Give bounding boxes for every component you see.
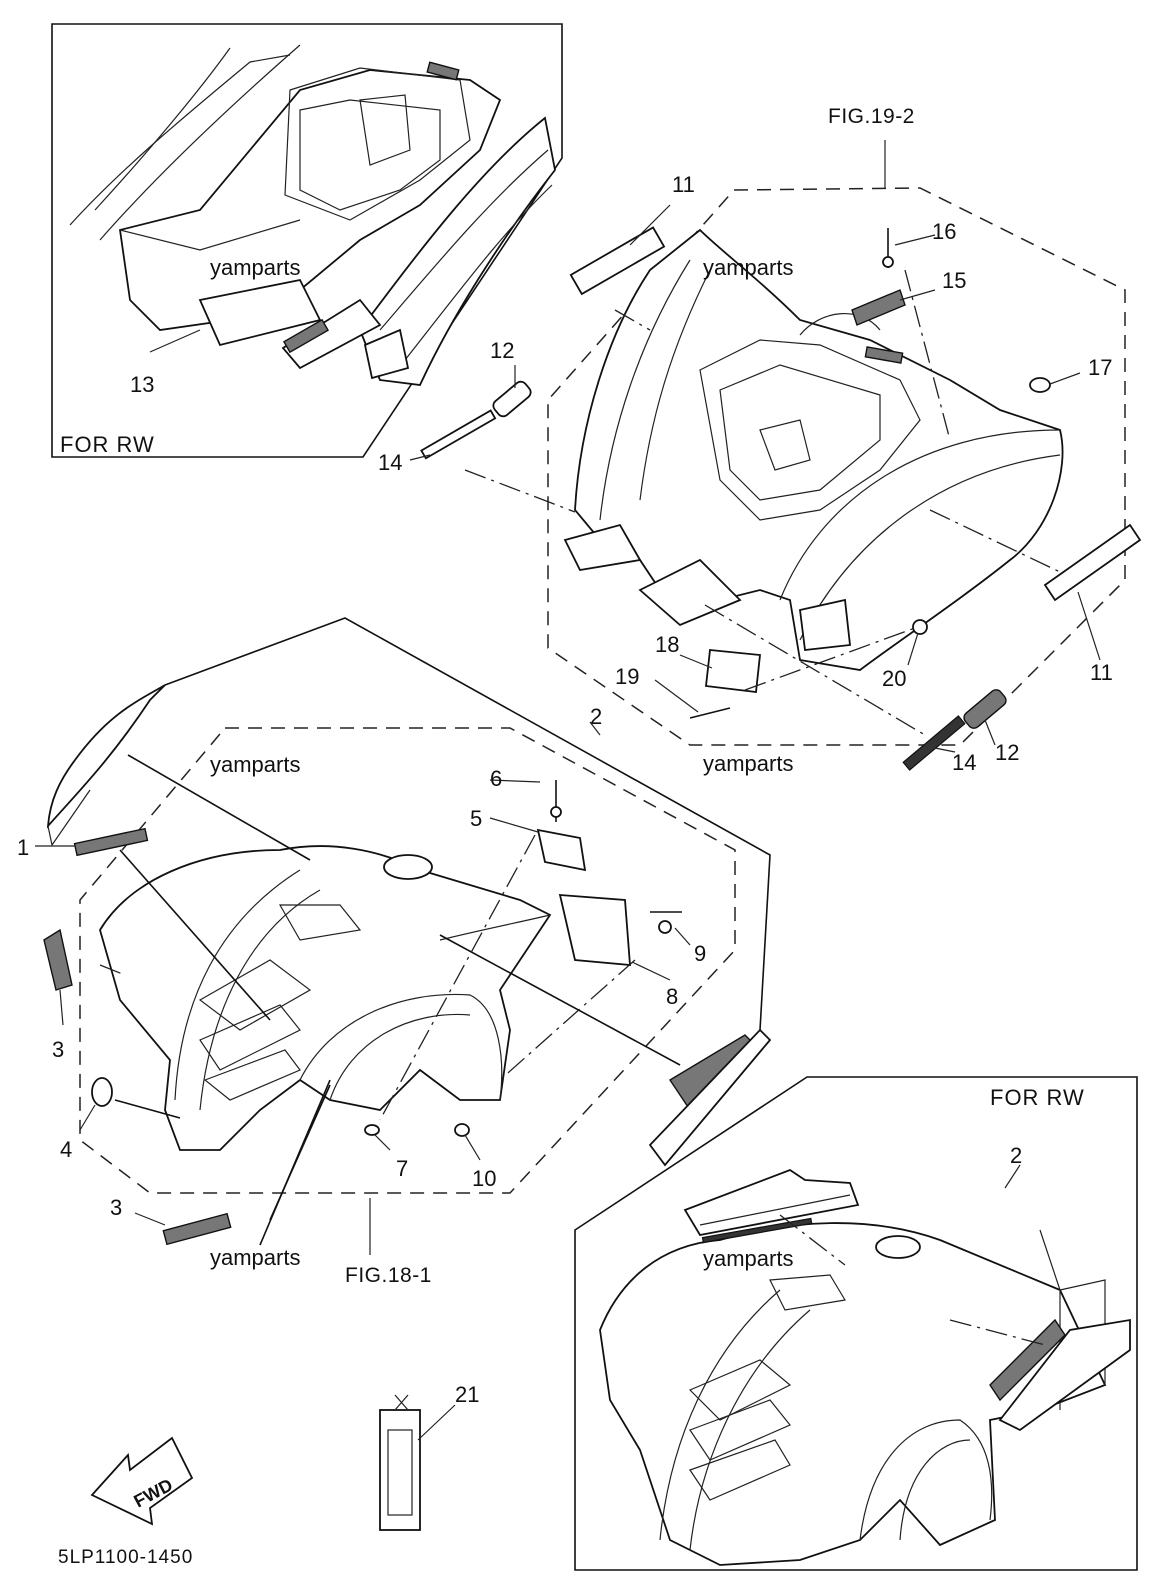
callout-19: 19 [615,664,639,689]
part-20-washer [912,619,928,635]
front-fender-assembly [35,617,772,1255]
callout-11-upper: 11 [672,172,695,197]
callout-9: 9 [694,941,706,966]
part-19-rivet [689,707,731,719]
watermark-6: yamparts [703,1246,793,1271]
watermark-2: yamparts [703,255,793,280]
callout-14-lower: 14 [952,750,976,775]
watermark-4: yamparts [210,752,300,777]
part-11-side-decal [1043,523,1142,602]
for-rw-label-bottom: FOR RW [990,1085,1085,1110]
part-1-decal [73,827,149,857]
part-11-upper-decal [569,226,666,296]
part-18-plate [705,649,761,694]
part-15-label [851,289,906,326]
callout-10: 10 [472,1166,496,1191]
callout-5: 5 [470,806,482,831]
part-12-badge-lower [963,689,1007,729]
callout-16: 16 [932,219,956,244]
callout-13: 13 [130,372,154,397]
part-10-grommet [454,1123,470,1137]
callout-20: 20 [882,666,906,691]
callout-1: 1 [17,835,29,860]
part-5-plate [536,828,587,872]
callout-17: 17 [1088,355,1112,380]
callout-14-upper: 14 [378,450,402,475]
callout-2: 2 [590,704,602,729]
watermark-3: yamparts [703,751,793,776]
callout-21: 21 [455,1382,479,1407]
watermark-1: yamparts [210,255,300,280]
callout-15: 15 [942,268,966,293]
fig-18-1-label: FIG.18-1 [345,1264,432,1287]
callout-12-upper: 12 [490,338,514,363]
callout-12-lower: 12 [995,740,1019,765]
part-8-plate [558,894,631,966]
part-14-strip-lower [902,715,966,771]
part-4-cap [91,1077,113,1107]
inset-front-fender-rw [574,1076,1138,1571]
watermark-5: yamparts [210,1245,300,1270]
callout-2-rw: 2 [1010,1143,1022,1168]
part-21-tag [379,1394,456,1531]
callout-18: 18 [655,632,679,657]
callout-7: 7 [396,1156,408,1181]
part-12-badge-upper [492,380,532,418]
fig-19-2-label: FIG.19-2 [828,105,915,128]
callout-6: 6 [490,766,502,791]
callout-11-lower: 11 [1090,660,1113,685]
drawing-code: 5LP1100-1450 [58,1547,193,1568]
part-3-decal-left [43,928,73,991]
callout-3-bottom: 3 [110,1195,122,1220]
for-rw-label-top: FOR RW [60,432,155,457]
callout-3-left: 3 [52,1037,64,1062]
inset-rear-fender-rw [51,23,563,458]
part-14-strip-upper [420,409,497,460]
callout-8: 8 [666,984,678,1009]
part-17-grommet [1029,377,1051,393]
rear-fender-assembly [409,140,1142,771]
fwd-arrow-icon: FWD [90,1436,194,1526]
part-3-decal-bottom [162,1212,232,1246]
callout-4: 4 [60,1137,72,1162]
part-7-grommet [364,1124,380,1136]
